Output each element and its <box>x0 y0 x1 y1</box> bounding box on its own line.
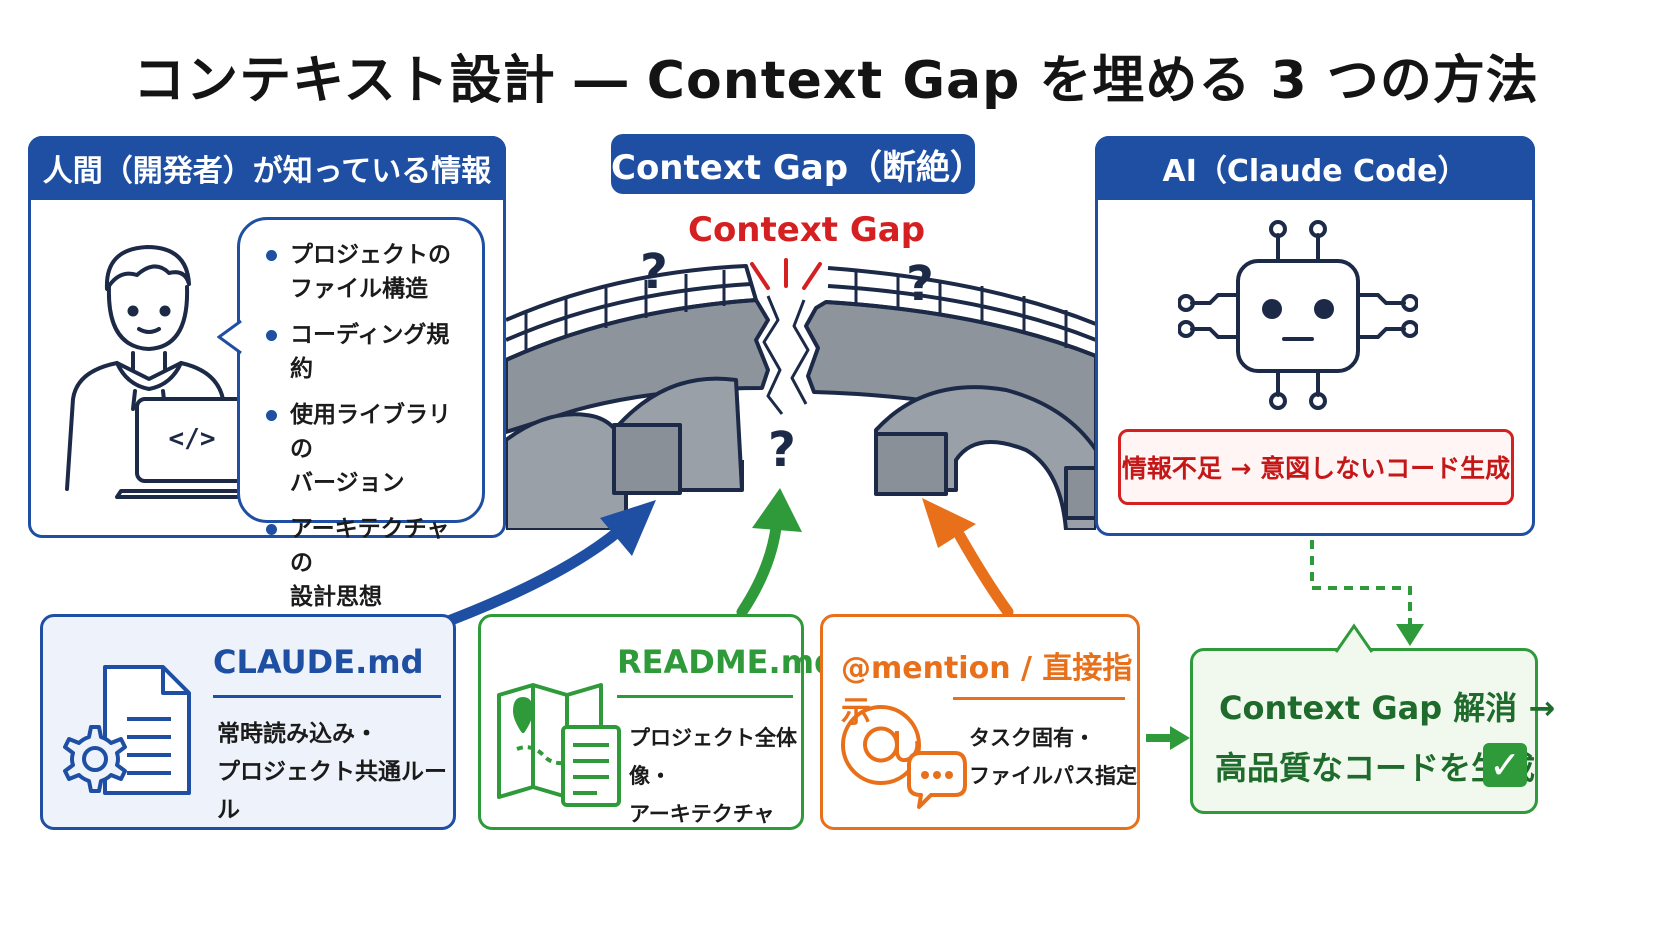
human-panel-header: 人間（開発者）が知っている情報 <box>28 136 506 200</box>
dashed-connector <box>1310 540 1412 628</box>
human-knowledge-bubble: プロジェクトの ファイル構造 コーディング規約 使用ライブラリの バージョン ア… <box>237 217 485 610</box>
result-bubble-tail <box>1334 623 1374 653</box>
ai-panel-header: AI（Claude Code） <box>1095 136 1535 200</box>
result-box: Context Gap 解消 → 高品質なコードを生成 ✓ <box>1190 648 1555 814</box>
at-chat-icon <box>841 705 967 809</box>
method-desc: タスク固有・ ファイルパス指定 <box>969 726 1137 788</box>
knowledge-item: 使用ライブラリの バージョン <box>264 398 468 500</box>
method-divider <box>213 695 441 698</box>
document-gear-icon <box>63 665 191 795</box>
method-divider <box>617 695 793 698</box>
question-mark-center: ? <box>768 422 796 478</box>
method-desc: 常時読み込み・ プロジェクト共通ルール <box>217 721 447 823</box>
green-arrow <box>736 522 782 618</box>
gap-label: Context Gap <box>688 210 926 250</box>
map-document-icon <box>497 683 621 807</box>
method-title: README.md <box>617 643 837 681</box>
code-glyph: </> <box>169 424 216 454</box>
method-card-readme-md: README.md プロジェクト全体像・ アーキテクチャ <box>478 614 837 830</box>
ai-panel: AI（Claude Code） 情報不足 → 意図しないコード生成 <box>1095 136 1535 536</box>
human-panel: 人間（開発者）が知っている情報 </> プロジェクトの ファイル構造 コーディン… <box>28 136 506 610</box>
method-title: @mention / 直接指示 <box>841 651 1133 730</box>
question-mark-right: ? <box>906 256 934 312</box>
check-icon: ✓ <box>1483 743 1527 787</box>
knowledge-item: アーキテクチャの 設計思想 <box>264 512 468 614</box>
orange-arrow <box>954 530 1014 618</box>
page-title: コンテキスト設計 ― Context Gap を埋める 3 つの方法 <box>133 51 1539 111</box>
broken-bridge-illustration <box>506 258 1096 530</box>
method-desc: プロジェクト全体像・ アーキテクチャ <box>629 726 797 826</box>
method-card-mention: @mention / 直接指示 タスク固有・ ファイルパス指定 <box>820 614 1140 830</box>
gap-header: Context Gap（断絶） <box>611 134 984 194</box>
knowledge-item: コーディング規約 <box>264 318 468 386</box>
knowledge-item: プロジェクトの ファイル構造 <box>264 238 468 306</box>
developer-icon: </> <box>65 245 247 499</box>
method-title: CLAUDE.md <box>213 643 424 681</box>
result-line-1: Context Gap 解消 → <box>1219 689 1556 727</box>
blue-arrow <box>424 524 626 634</box>
result-line-2: 高品質なコードを生成 <box>1215 749 1536 787</box>
robot-chip-icon <box>1178 220 1418 410</box>
info-shortage-warning: 情報不足 → 意図しないコード生成 <box>1118 429 1514 505</box>
method-card-claude-md: CLAUDE.md 常時読み込み・ プロジェクト共通ルール <box>40 614 456 830</box>
bubble-tail <box>217 319 242 355</box>
method-divider <box>953 697 1125 700</box>
question-mark-left: ? <box>640 244 668 300</box>
